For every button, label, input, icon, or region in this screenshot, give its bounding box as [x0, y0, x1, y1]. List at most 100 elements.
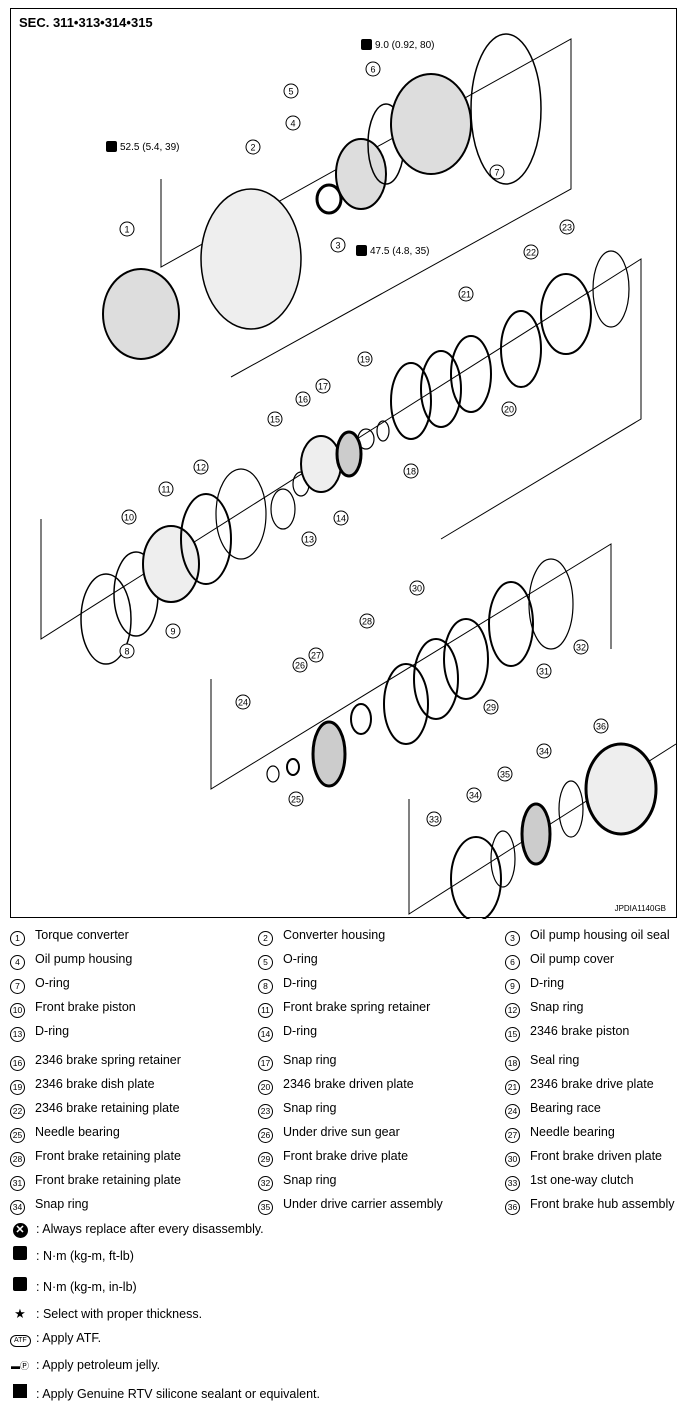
callout-circle-24 — [235, 694, 251, 710]
legend-label: 2346 brake driven plate — [283, 1077, 414, 1091]
callout-number-31: 31 — [539, 667, 549, 677]
symbol-key-1: ✕ : Always replace after every disassembl… — [10, 1221, 264, 1238]
legend-number: 16 — [10, 1056, 25, 1071]
legend-label: 1st one-way clutch — [530, 1173, 634, 1187]
callout-circle-22 — [523, 244, 539, 260]
part-shape-23 — [540, 273, 592, 355]
callout-number-5: 5 — [288, 87, 293, 97]
legend-label: Front brake driven plate — [530, 1149, 663, 1163]
symbol-key-5: ATF: Apply ATF. — [10, 1330, 101, 1347]
callout-circle-21 — [458, 286, 474, 302]
legend-label: Needle bearing — [530, 1125, 615, 1139]
callout-number-8: 8 — [124, 647, 129, 657]
legend-number: 22 — [10, 1104, 25, 1119]
star-icon: ★ — [14, 1306, 26, 1321]
callout-circle-27 — [308, 647, 324, 663]
part-shape-11 — [180, 493, 232, 585]
torque-ft-icon — [10, 1246, 30, 1263]
callout-circle-32 — [573, 639, 589, 655]
part-shape-31 — [443, 618, 489, 700]
group-outline-2 — [40, 258, 642, 640]
callout-number-12: 12 — [196, 463, 206, 473]
legend-label: D-ring — [530, 976, 565, 990]
legend-label: Snap ring — [283, 1101, 337, 1115]
part-shape-24 — [592, 250, 630, 328]
legend-label: Front brake retaining plate — [35, 1173, 181, 1187]
legend-number: 10 — [10, 1003, 25, 1018]
callout-circle-25 — [288, 791, 304, 807]
callout-circle-1 — [119, 221, 135, 237]
legend-number: 31 — [10, 1176, 25, 1191]
part-shape-8 — [80, 573, 132, 665]
legend-number: 8 — [258, 979, 273, 994]
callout-circle-11 — [158, 481, 174, 497]
legend-label: O-ring — [35, 976, 70, 990]
legend-number: 30 — [505, 1152, 520, 1167]
symbol-key-3: : N·m (kg-m, in-lb) — [10, 1277, 137, 1294]
callout-number-34: 34 — [539, 747, 549, 757]
legend-number: 7 — [10, 979, 25, 994]
legend-number: 1 — [10, 931, 25, 946]
callout-circle-30 — [409, 580, 425, 596]
replace-icon: ✕ — [10, 1221, 30, 1238]
callout-circle-10 — [121, 509, 137, 525]
callout-number-29: 29 — [486, 703, 496, 713]
part-shape-3 — [315, 183, 343, 215]
legend-number: 35 — [258, 1200, 273, 1215]
legend-label: 2346 brake drive plate — [530, 1077, 654, 1091]
part-shape-34 — [450, 836, 502, 919]
part-shape-32 — [488, 581, 534, 667]
part-shape-26 — [286, 758, 300, 776]
legend-label: Snap ring — [283, 1173, 337, 1187]
part-shape-6 — [390, 73, 472, 175]
figure-code: JPDIA1140GB — [614, 904, 666, 913]
torque-ft-icon — [356, 245, 367, 256]
legend-number: 17 — [258, 1056, 273, 1071]
torque-spec-1: 9.0 (0.92, 80) — [361, 39, 434, 51]
legend-number: 5 — [258, 955, 273, 970]
callout-number-17: 17 — [318, 382, 328, 392]
legend-label: Converter housing — [283, 928, 386, 942]
legend-label: 2346 brake dish plate — [35, 1077, 155, 1091]
callout-circle-16 — [295, 391, 311, 407]
legend-label: Under drive sun gear — [283, 1125, 400, 1139]
part-shape-19 — [390, 362, 432, 440]
part-shape-18 — [376, 420, 390, 442]
callout-circle-4 — [285, 115, 301, 131]
legend-item-7: 7 O-ring — [10, 976, 70, 994]
legend-number: 27 — [505, 1128, 520, 1143]
section-title: SEC. 311•313•314•315 — [19, 15, 153, 30]
callout-number-7: 7 — [494, 168, 499, 178]
legend-number: 3 — [505, 931, 520, 946]
callout-number-23: 23 — [562, 223, 572, 233]
callout-circle-2 — [245, 139, 261, 155]
callout-circle-34 — [466, 787, 482, 803]
callout-number-16: 16 — [298, 395, 308, 405]
callout-number-36: 36 — [596, 722, 606, 732]
callout-circle-19 — [357, 351, 373, 367]
symbol-description: : Always replace after every disassembly… — [36, 1222, 264, 1236]
callout-number-22: 22 — [526, 248, 536, 258]
callout-number-21: 21 — [461, 290, 471, 300]
part-shape-21 — [450, 335, 492, 413]
callout-number-4: 4 — [290, 119, 295, 129]
legend-number: 15 — [505, 1027, 520, 1042]
legend-label: O-ring — [283, 952, 318, 966]
legend-label: Front brake drive plate — [283, 1149, 409, 1163]
group-outline-3 — [210, 543, 612, 790]
legend-label: Needle bearing — [35, 1125, 120, 1139]
callout-circle-34 — [536, 743, 552, 759]
part-shape-13 — [270, 488, 296, 530]
